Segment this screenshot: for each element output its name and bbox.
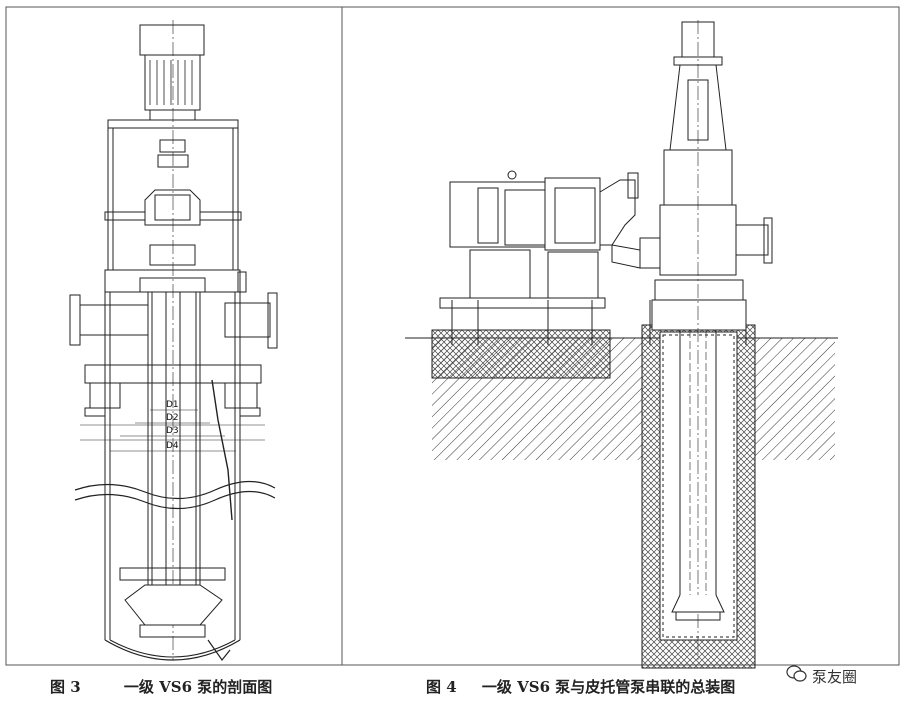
figure3-title: 一级 VS6 泵的剖面图 (123, 678, 273, 696)
figure4-number: 图 4 (426, 678, 457, 696)
figure3-number: 图 3 (50, 678, 81, 696)
dim-label-d3: D3 (166, 426, 179, 436)
figure4-drawing (405, 20, 838, 669)
dim-label-d1: D1 (166, 400, 179, 410)
wechat-icon (786, 664, 808, 688)
figure4-caption: 图 4 一级 VS6 泵与皮托管泵串联的总装图 (426, 676, 735, 697)
dim-label-d4: D4 (166, 441, 179, 451)
figure3-caption: 图 3 一级 VS6 泵的剖面图 (50, 676, 272, 697)
dim-label-d2: D2 (166, 413, 179, 423)
watermark: 泵友圈 (786, 664, 857, 688)
watermark-text: 泵友圈 (812, 667, 858, 686)
dimension-labels: D1 D2 D3 D4 (166, 400, 179, 451)
figure3-drawing (69, 20, 278, 662)
figure4-title: 一级 VS6 泵与皮托管泵串联的总装图 (481, 678, 736, 696)
